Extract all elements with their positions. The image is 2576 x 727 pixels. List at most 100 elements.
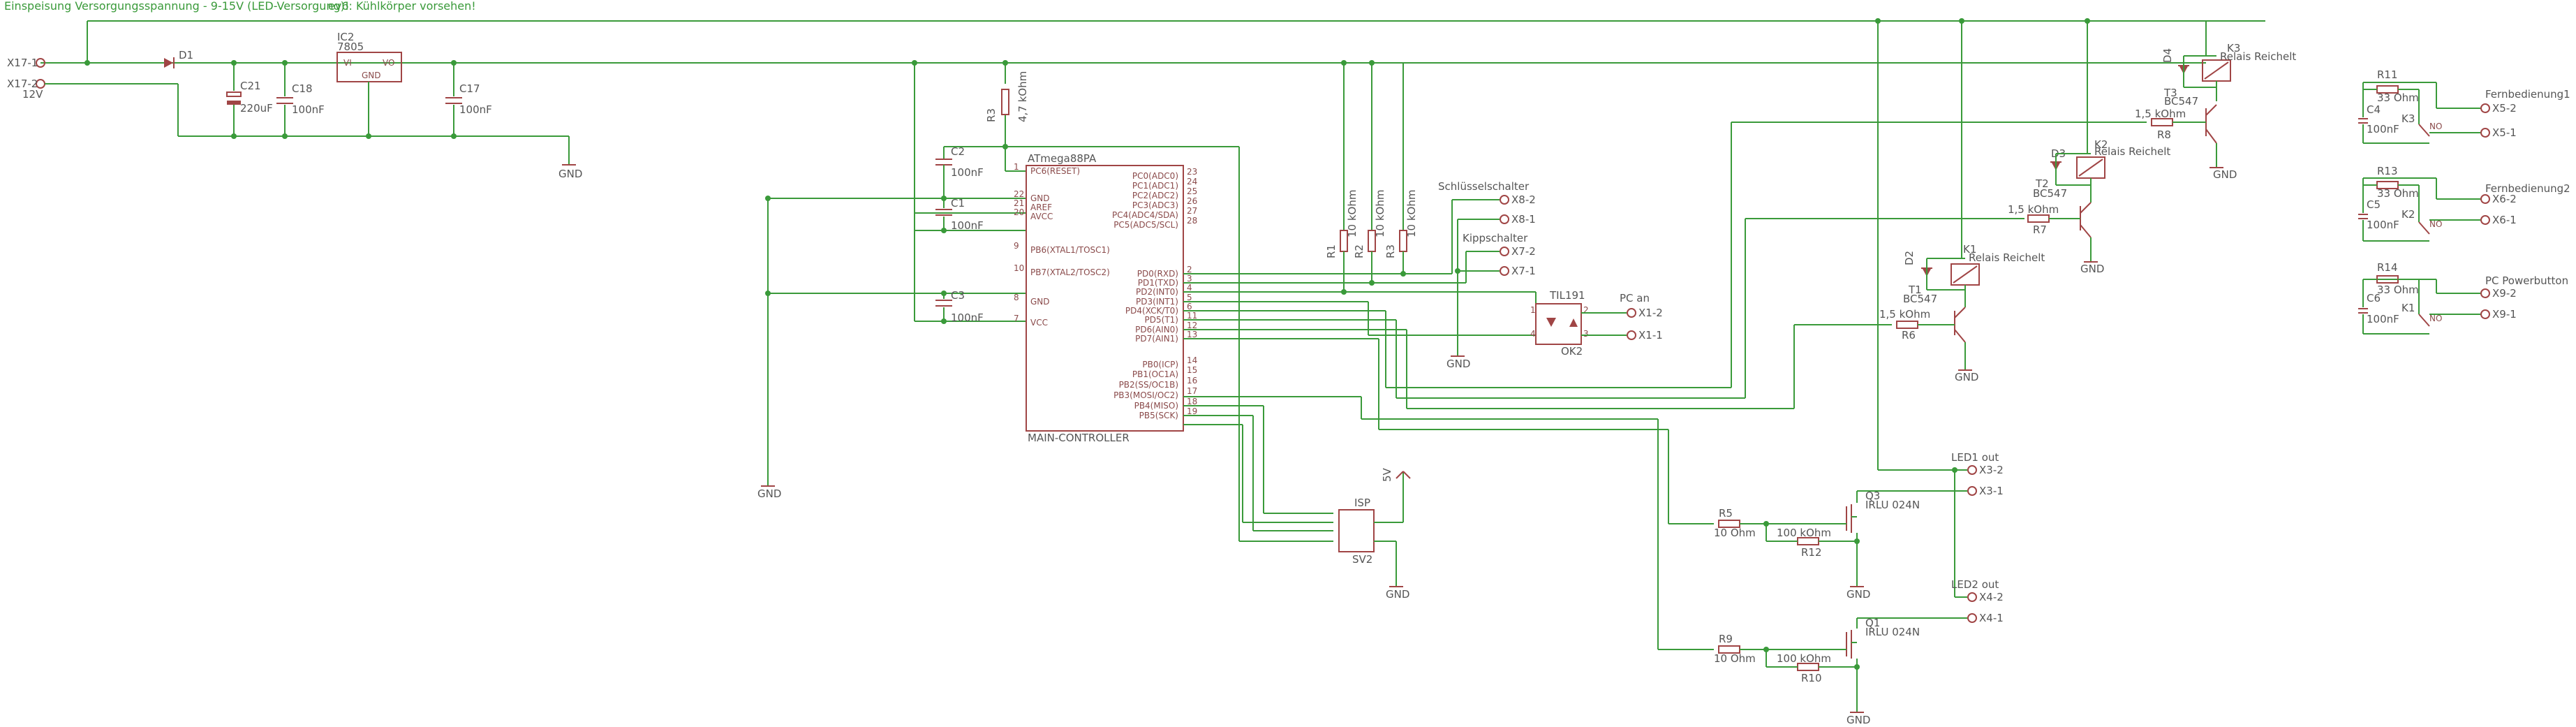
svg-text:X7-1: X7-1 [1511, 265, 1536, 277]
x17-2-label: X17-2 [7, 78, 38, 90]
r-reset [1001, 89, 1009, 115]
svg-text:R14: R14 [2377, 261, 2398, 274]
svg-text:X5-2: X5-2 [2492, 102, 2517, 115]
svg-text:R7: R7 [2033, 223, 2047, 236]
svg-text:R8: R8 [2157, 128, 2171, 141]
c1-value: 100nF [951, 219, 984, 232]
c3-value: 100nF [951, 311, 984, 324]
mcu-right-pin-label: PB5(SCK) [1139, 411, 1178, 420]
svg-text:R3: R3 [1384, 244, 1397, 258]
mcu-body [1026, 165, 1184, 432]
mcu-right-pin-num: 15 [1187, 365, 1197, 375]
x1-1-terminal[interactable] [1627, 330, 1636, 340]
relay-drivers: K3 Relais Reichelt D4 GND 1,5 kOhm R8 T3… [1879, 18, 2296, 383]
svg-text:X7-2: X7-2 [1511, 245, 1536, 258]
mcu-right-pin-label: PC4(ADC4/SDA) [1112, 210, 1178, 220]
mcu-name: MAIN-CONTROLLER [1028, 432, 1130, 444]
cooling-note: ev6: Kühlkörper vorsehen! [328, 0, 476, 13]
svg-text:GND: GND [2213, 168, 2237, 181]
x8-1-terminal[interactable] [1500, 214, 1509, 224]
mcu-left-pin-label: AREF [1030, 203, 1052, 212]
led-outputs: LED1 out X3-2 X3-1 GND Q3 IRLU 024N R5 1… [1714, 18, 2004, 726]
svg-text:R11: R11 [2377, 68, 2398, 81]
svg-text:NO: NO [2429, 314, 2442, 323]
x7-1-terminal[interactable] [1500, 266, 1509, 276]
mcu-right-pin-num: 17 [1187, 386, 1197, 396]
gnd-label: GND [558, 168, 582, 180]
mcu-right-pin-label: PB4(MISO) [1134, 401, 1178, 411]
x17-1-label: X17-1 [7, 57, 38, 69]
gnd-switch-label: GND [1446, 358, 1470, 370]
x5-1-terminal[interactable] [2480, 128, 2490, 138]
mcu-left-pin-num: 10 [1014, 263, 1024, 273]
x9-1-terminal[interactable] [2480, 309, 2490, 319]
svg-text:T2: T2 [2035, 177, 2049, 190]
svg-text:100 kOhm: 100 kOhm [1777, 652, 1831, 665]
mcu-right-pin-label: PB2(SS/OC1B) [1119, 380, 1178, 390]
x17-1-terminal[interactable] [36, 58, 45, 68]
svg-text:Q3: Q3 [1865, 490, 1880, 502]
d1-diode [164, 58, 173, 68]
svg-text:Q1: Q1 [1865, 617, 1880, 629]
svg-text:1: 1 [1530, 305, 1536, 315]
svg-text:X8-1: X8-1 [1511, 213, 1536, 226]
power-section: X17-1 X17-2 12V D1 C21 220uF C18 100nF [7, 20, 2265, 180]
svg-text:X3-1: X3-1 [1979, 485, 2004, 497]
x6-1-terminal[interactable] [2480, 215, 2490, 225]
r-reset-name: R3 [985, 108, 998, 122]
x4-2-terminal[interactable] [1967, 592, 1977, 602]
svg-text:C5: C5 [2367, 198, 2381, 211]
svg-text:R10: R10 [1801, 672, 1822, 684]
svg-text:D4: D4 [2161, 48, 2174, 63]
x5-2-terminal[interactable] [2480, 103, 2490, 113]
svg-text:GND: GND [1955, 371, 1978, 383]
svg-text:K3: K3 [2401, 112, 2415, 125]
svg-text:X6-2: X6-2 [2492, 193, 2517, 205]
led1-out-label: LED1 out [1951, 451, 1999, 464]
mcu-right-pin-num: 6 [1187, 302, 1192, 311]
svg-text:10 Ohm: 10 Ohm [1714, 652, 1756, 665]
ic2-value: 7805 [337, 41, 364, 53]
opto-body [1535, 303, 1582, 345]
schluessel-label: Schlüsselschalter [1438, 180, 1530, 193]
svg-text:X5-1: X5-1 [2492, 126, 2517, 139]
x3-2-terminal[interactable] [1967, 465, 1977, 475]
mcu-right-pin-label: PB1(OC1A) [1132, 369, 1178, 379]
svg-text:X4-1: X4-1 [1979, 612, 2004, 624]
switches-section: Schlüsselschalter X8-2 X8-1 Kippschalter… [1438, 180, 1536, 370]
svg-text:GND: GND [1846, 588, 1870, 601]
mcu-right-pin-num: 2 [1187, 265, 1192, 274]
x4-1-terminal[interactable] [1967, 613, 1977, 623]
x7-2-terminal[interactable] [1500, 247, 1509, 256]
svg-text:X6-1: X6-1 [2492, 214, 2517, 226]
isp-header [1338, 509, 1375, 552]
c3-name: C3 [951, 289, 965, 302]
svg-text:VI: VI [343, 58, 352, 68]
x3-1-terminal[interactable] [1967, 486, 1977, 496]
mcu-right-pin-num: 23 [1187, 167, 1197, 177]
svg-text:R2: R2 [1353, 244, 1365, 258]
svg-text:D2: D2 [1903, 251, 1916, 265]
svg-text:100nF: 100nF [2367, 219, 2399, 231]
mcu-wires [1183, 122, 2147, 650]
svg-text:IRLU 024N: IRLU 024N [1865, 499, 1920, 511]
x6-2-terminal[interactable] [2480, 194, 2490, 204]
mcu-right-pin-label: PD4(XCK/T0) [1125, 306, 1178, 316]
isp-section: ISP SV2 5V GND [1338, 467, 1411, 601]
isp-gnd: GND [1386, 588, 1409, 601]
mcu-right-pin-num: 16 [1187, 376, 1197, 385]
mcu-right-pin-num: 26 [1187, 196, 1197, 206]
r-reset-value: 4,7 kOhm [1016, 71, 1029, 122]
x17-voltage: 12V [22, 88, 43, 101]
svg-text:GND: GND [1846, 714, 1870, 726]
svg-text:10 Ohm: 10 Ohm [1714, 527, 1756, 539]
x9-2-terminal[interactable] [2480, 288, 2490, 298]
mcu-right-pin-num: 24 [1187, 177, 1197, 186]
mcu-right-pin-num: 5 [1187, 293, 1192, 302]
x1-2-terminal[interactable] [1627, 308, 1636, 318]
c21-name: C21 [240, 80, 261, 92]
x8-2-terminal[interactable] [1500, 195, 1509, 205]
isp-ref: SV2 [1352, 553, 1372, 566]
svg-text:33 Ohm: 33 Ohm [2377, 187, 2419, 200]
